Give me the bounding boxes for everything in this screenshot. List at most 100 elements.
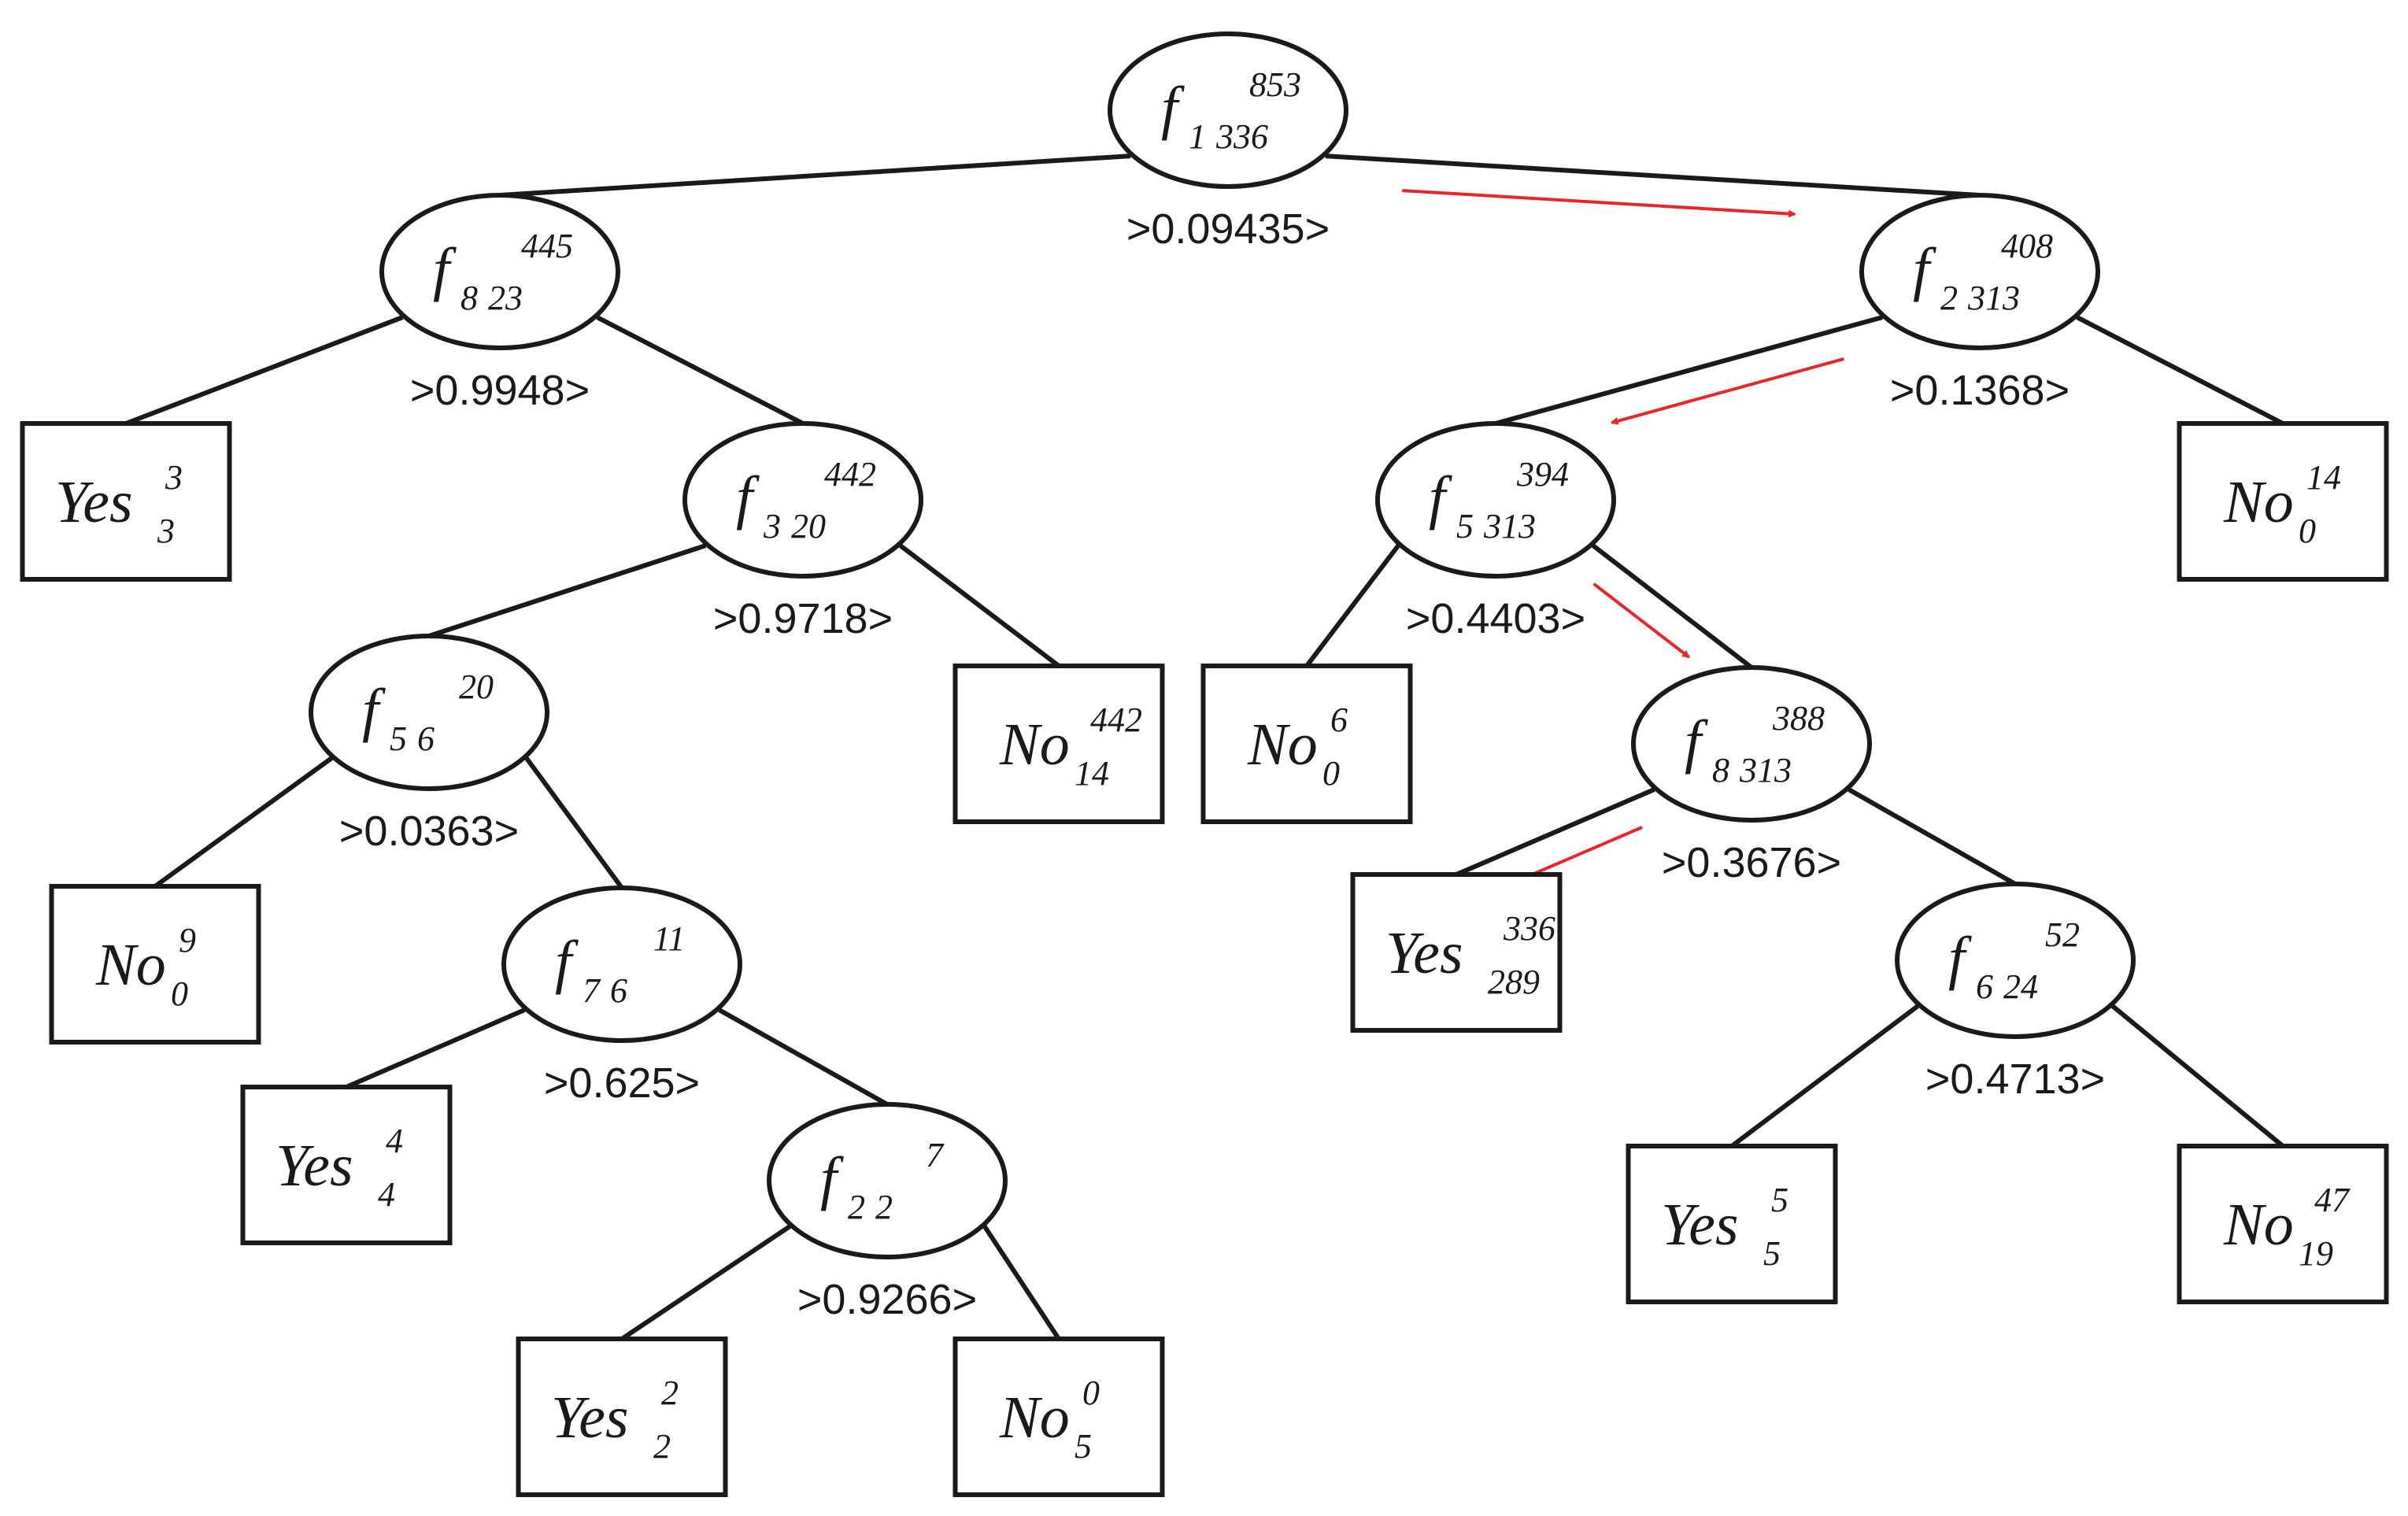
leaf-class-label: Yes [1385,920,1463,986]
leaf-total-count: 6 [1330,701,1348,739]
sample-total: 20 [459,667,494,706]
leaf-class-label: No [999,1385,1070,1451]
leaf-total-count: 3 [165,458,183,497]
split-threshold: >0.0363> [339,808,519,855]
left-count: 313 [1967,279,2020,317]
leaf-node-n17: Yes 289 336 [1350,872,1563,1033]
leaf-sub-count: 3 [157,512,175,550]
tree-edges [124,153,2284,1341]
split-threshold: >0.1368> [1890,367,2070,414]
leaf-sub-count: 14 [1075,754,1109,793]
split-node-ellipse [1631,665,1872,823]
feature-index: 3 [763,507,781,545]
leaf-sub-count: 289 [1488,963,1540,1001]
sample-total: 853 [1249,65,1301,104]
leaf-total-count: 9 [179,921,196,960]
left-count: 24 [2003,967,2038,1006]
left-count: 6 [610,971,627,1010]
leaf-node-box [1200,664,1413,824]
leaf-total-count: 2 [661,1374,679,1412]
leaf-class-label: Yes [1661,1192,1739,1258]
feature-index: 5 [1456,507,1474,545]
split-node-ellipse [1859,193,2100,350]
path-arrow-n13-n16 [1592,582,1691,659]
leaf-sub-count: 0 [171,974,188,1013]
tree-edge-n5-n8 [524,756,624,889]
left-count: 23 [488,279,523,317]
leaf-node-box [2177,421,2389,582]
leaf-node-box [516,1337,728,1497]
highlighted-path-arrows [1402,189,1844,880]
split-node-ellipse [309,634,549,791]
leaf-node-box [240,1085,453,1245]
leaf-total-count: 5 [1771,1181,1788,1219]
leaf-total-count: 47 [2314,1181,2351,1219]
left-count: 336 [1215,117,1268,156]
leaf-sub-count: 19 [2299,1234,2333,1273]
path-arrow-n2-n13 [1610,357,1844,425]
tree-edge-n18-n19 [1730,1004,1920,1148]
sample-total: 388 [1772,699,1825,738]
tree-edge-n4-n6 [898,543,1060,668]
tree-edge-n0-n1 [499,153,1131,198]
split-threshold: >0.9718> [713,595,893,642]
tree-edge-n16-n17 [1455,787,1655,877]
sample-total: 52 [2045,915,2080,954]
tree-edge-n13-n16 [1591,543,1753,670]
feature-index: 7 [583,971,601,1010]
left-count: 6 [417,719,435,758]
path-arrow-n0-n2 [1402,189,1796,218]
leaf-sub-count: 0 [1322,754,1340,793]
split-node-ellipse [1108,31,1348,189]
leaf-class-label: Yes [551,1385,629,1451]
leaf-sub-count: 5 [1075,1427,1092,1466]
split-threshold: >0.625> [544,1059,700,1107]
tree-edge-n16-n18 [1848,787,2017,886]
leaf-node-box [20,421,232,582]
leaf-total-count: 14 [2306,458,2341,497]
feature-index: 5 [390,719,407,758]
leaf-class-label: No [2223,1192,2294,1258]
split-node-ellipse [767,1102,1008,1259]
split-node-ellipse [1895,882,2136,1039]
leaf-total-count: 336 [1503,909,1555,948]
leaf-node-box [952,664,1165,824]
left-count: 313 [1739,751,1792,789]
split-threshold: >0.9948> [410,367,590,414]
leaf-node-box [1350,872,1563,1033]
leaf-node-box [2177,1144,2389,1304]
leaf-sub-count: 2 [653,1427,671,1466]
split-threshold: >0.4713> [1925,1056,2105,1103]
sample-total: 7 [926,1136,945,1174]
leaf-sub-count: 0 [2299,512,2316,550]
leaf-sub-count: 4 [378,1175,395,1214]
leaf-class-label: Yes [55,469,133,535]
tree-edge-n4-n5 [428,543,707,638]
feature-index: 1 [1189,117,1206,156]
leaf-node-n11: Yes 2 2 [516,1337,728,1497]
split-node-ellipse [682,421,923,579]
split-threshold: >0.09435> [1126,205,1330,253]
split-threshold: >0.9266> [797,1276,977,1323]
tree-edge-n8-n10 [718,1008,889,1107]
leaf-class-label: No [95,932,166,998]
leaf-total-count: 442 [1090,701,1142,739]
feature-index: 6 [1976,967,1993,1006]
leaf-total-count: 4 [386,1122,403,1160]
tree-edge-n2-n13 [1495,315,1884,426]
leaf-class-label: No [1247,712,1318,778]
left-count: 20 [791,507,826,545]
sample-total: 408 [2001,227,2053,265]
